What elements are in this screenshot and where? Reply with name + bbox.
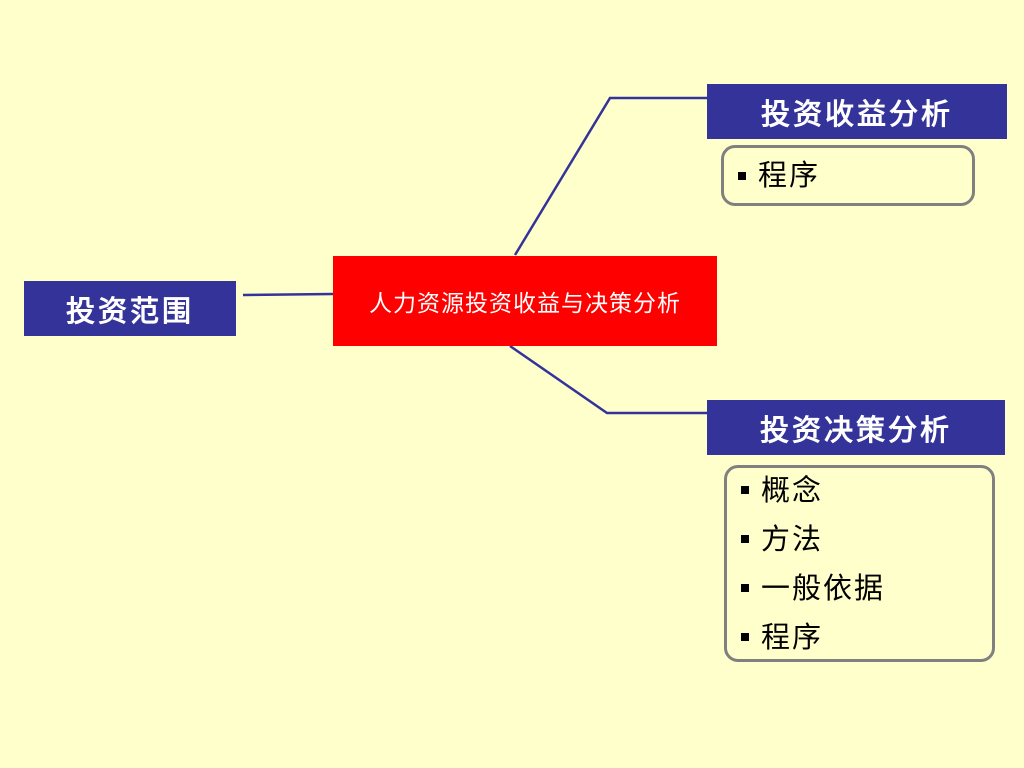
return-analysis-details: 程序 <box>721 145 975 206</box>
list-item: 概念 <box>741 466 978 515</box>
connector-left-to-center <box>242 292 334 297</box>
return-analysis-node: 投资收益分析 <box>707 84 1007 139</box>
square-bullet-icon <box>741 486 749 494</box>
connector-center-to-bottom <box>509 344 708 415</box>
list-item: 一般依据 <box>741 564 978 613</box>
list-item-label: 程序 <box>758 158 821 192</box>
list-item: 方法 <box>741 515 978 564</box>
list-item-label: 程序 <box>761 619 824 654</box>
list-item: 程序 <box>738 151 958 200</box>
square-bullet-icon <box>741 584 749 592</box>
list-item-label: 概念 <box>761 472 824 507</box>
square-bullet-icon <box>741 535 749 543</box>
decision-analysis-node: 投资决策分析 <box>707 400 1005 455</box>
connector-center-to-top <box>513 96 708 256</box>
scope-node: 投资范围 <box>24 281 236 336</box>
list-item: 程序 <box>741 613 978 662</box>
decision-analysis-details: 概念 方法 一般依据 程序 <box>724 465 995 662</box>
center-node: 人力资源投资收益与决策分析 <box>333 256 717 346</box>
square-bullet-icon <box>741 633 749 641</box>
square-bullet-icon <box>738 171 746 180</box>
list-item-label: 方法 <box>761 521 824 556</box>
list-item-label: 一般依据 <box>761 570 886 605</box>
